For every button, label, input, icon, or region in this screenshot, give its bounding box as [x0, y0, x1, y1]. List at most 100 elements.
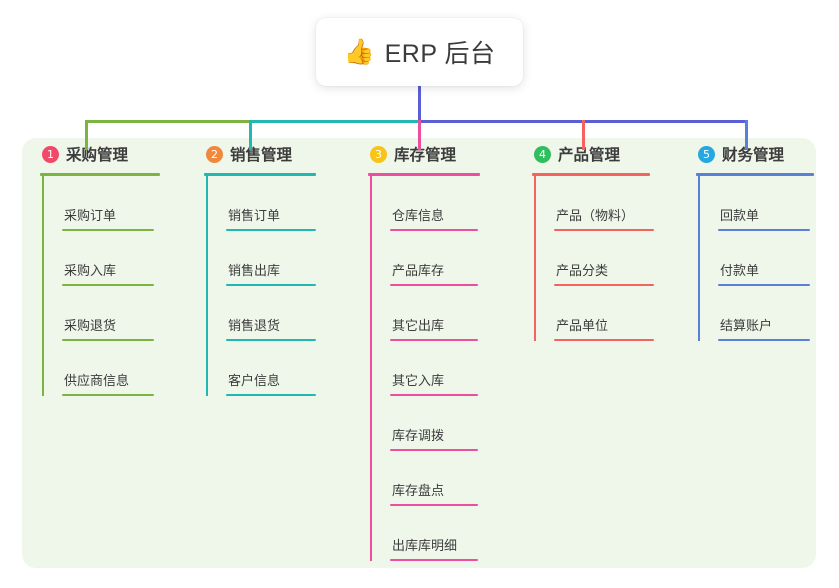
list-item-rule — [390, 504, 478, 506]
list-item-label: 产品单位 — [556, 318, 609, 333]
column-spine — [698, 176, 700, 341]
column-item-list: 销售订单销售出库销售退货客户信息 — [204, 176, 350, 396]
list-item-label: 其它出库 — [392, 318, 445, 333]
list-item-rule — [554, 284, 654, 286]
root-node[interactable]: 👍 ERP 后台 — [316, 18, 523, 86]
column-badge-1: 1 — [42, 145, 59, 163]
list-item[interactable]: 销售出库 — [206, 231, 350, 286]
column-title: 销售管理 — [230, 147, 293, 164]
list-item-rule — [62, 229, 154, 231]
column-badge-5: 5 — [698, 145, 715, 163]
list-item[interactable]: 产品库存 — [370, 231, 514, 286]
list-item-rule — [226, 339, 316, 341]
list-item-rule — [226, 284, 316, 286]
list-item-rule — [718, 229, 810, 231]
column-title: 采购管理 — [66, 147, 129, 164]
list-item-label: 仓库信息 — [392, 208, 445, 223]
list-item-rule — [390, 449, 478, 451]
list-item-rule — [390, 339, 478, 341]
list-item-label: 销售退货 — [228, 318, 281, 333]
board-panel — [22, 138, 816, 568]
list-item-rule — [62, 284, 154, 286]
list-item[interactable]: 供应商信息 — [42, 341, 186, 396]
list-item[interactable]: 库存调拨 — [370, 396, 514, 451]
column-spine — [206, 176, 208, 396]
thumbs-up-icon: 👍 — [343, 37, 375, 66]
list-item-label: 采购订单 — [64, 208, 117, 223]
list-item[interactable]: 仓库信息 — [370, 176, 514, 231]
column-3: 3 库存管理仓库信息产品库存其它出库其它入库库存调拨库存盘点出库库明细 — [350, 138, 514, 568]
list-item[interactable]: 采购退货 — [42, 286, 186, 341]
column-title: 产品管理 — [558, 147, 621, 164]
list-item[interactable]: 付款单 — [698, 231, 816, 286]
list-item-rule — [718, 284, 810, 286]
list-item-label: 采购入库 — [64, 263, 117, 278]
column-header-1[interactable]: 1 采购管理 — [40, 138, 186, 170]
list-item-label: 采购退货 — [64, 318, 117, 333]
list-item[interactable]: 采购入库 — [42, 231, 186, 286]
column-spine — [534, 176, 536, 341]
list-item[interactable]: 库存盘点 — [370, 451, 514, 506]
list-item-label: 产品库存 — [392, 263, 445, 278]
list-item-rule — [226, 394, 316, 396]
list-item-rule — [390, 284, 478, 286]
column-item-list: 仓库信息产品库存其它出库其它入库库存调拨库存盘点出库库明细 — [368, 176, 514, 561]
column-spine — [370, 176, 372, 561]
column-header-rule — [40, 173, 160, 176]
column-header-rule — [532, 173, 650, 176]
column-header-3[interactable]: 3 库存管理 — [368, 138, 514, 170]
list-item-rule — [62, 339, 154, 341]
list-item-rule — [718, 339, 810, 341]
list-item[interactable]: 销售退货 — [206, 286, 350, 341]
column-4: 4 产品管理产品（物料） 产品分类产品单位 — [514, 138, 678, 568]
column-badge-2: 2 — [206, 145, 223, 163]
column-title: 库存管理 — [394, 147, 457, 164]
list-item-rule — [554, 229, 654, 231]
column-container: 1 采购管理采购订单采购入库采购退货供应商信息 2 销售管理销售订单销售出库销售退货客… — [22, 138, 816, 568]
column-1: 1 采购管理采购订单采购入库采购退货供应商信息 — [22, 138, 186, 568]
root-title: ERP 后台 — [384, 40, 496, 68]
column-badge-4: 4 — [534, 145, 551, 163]
list-item-label: 出库库明细 — [392, 538, 458, 553]
column-header-4[interactable]: 4 产品管理 — [532, 138, 678, 170]
list-item-rule — [390, 229, 478, 231]
list-item[interactable]: 其它出库 — [370, 286, 514, 341]
column-item-list: 采购订单采购入库采购退货供应商信息 — [40, 176, 186, 396]
list-item-label: 库存调拨 — [392, 428, 445, 443]
list-item-label: 销售订单 — [228, 208, 281, 223]
column-spine — [42, 176, 44, 396]
column-item-list: 产品（物料） 产品分类产品单位 — [532, 176, 678, 341]
column-header-rule — [368, 173, 480, 176]
list-item[interactable]: 结算账户 — [698, 286, 816, 341]
list-item[interactable]: 产品单位 — [534, 286, 678, 341]
column-header-rule — [204, 173, 316, 176]
list-item-label: 客户信息 — [228, 373, 281, 388]
list-item-rule — [62, 394, 154, 396]
list-item[interactable]: 出库库明细 — [370, 506, 514, 561]
list-item-label: 结算账户 — [720, 318, 773, 333]
list-item-label: 其它入库 — [392, 373, 445, 388]
column-header-rule — [696, 173, 814, 176]
column-item-list: 回款单付款单结算账户 — [696, 176, 816, 341]
list-item-rule — [390, 559, 478, 561]
list-item-label: 供应商信息 — [64, 373, 130, 388]
list-item-rule — [554, 339, 654, 341]
list-item[interactable]: 采购订单 — [42, 176, 186, 231]
list-item[interactable]: 客户信息 — [206, 341, 350, 396]
list-item[interactable]: 回款单 — [698, 176, 816, 231]
list-item-label: 产品（物料） — [556, 208, 635, 223]
list-item-label: 产品分类 — [556, 263, 609, 278]
list-item-label: 销售出库 — [228, 263, 281, 278]
list-item[interactable]: 销售订单 — [206, 176, 350, 231]
list-item-label: 回款单 — [720, 208, 760, 223]
column-header-2[interactable]: 2 销售管理 — [204, 138, 350, 170]
list-item-label: 付款单 — [720, 263, 760, 278]
list-item[interactable]: 其它入库 — [370, 341, 514, 396]
list-item-label: 库存盘点 — [392, 483, 445, 498]
list-item-rule — [226, 229, 316, 231]
list-item[interactable]: 产品分类 — [534, 231, 678, 286]
list-item[interactable]: 产品（物料） — [534, 176, 678, 231]
column-badge-3: 3 — [370, 145, 387, 163]
